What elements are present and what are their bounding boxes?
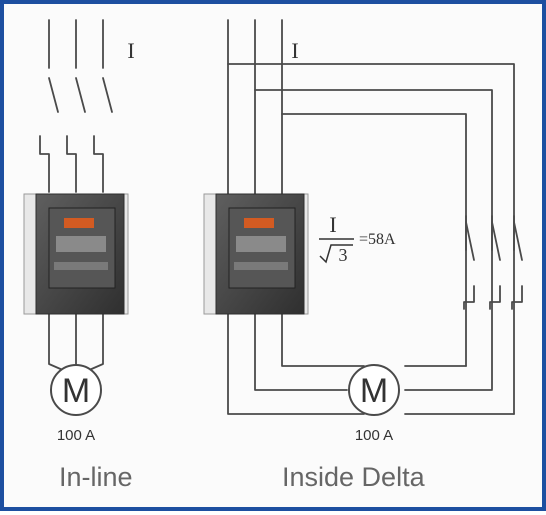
right-current-label: I [291,38,298,63]
left-current-label: I [127,38,134,63]
right-motor-label: M [360,372,388,410]
left-motor-label: M [62,372,90,410]
right-motor-current: 100 A [355,427,393,444]
formula-root: 3 [339,245,348,265]
left-motor: M [50,364,102,416]
phase-current-formula: I 3 =58A [319,212,396,265]
left-caption: In-line [59,462,133,492]
right-soft-starter [203,193,309,315]
wiring-diagram: M I 100 A In-line [23,19,523,492]
formula-result: =58A [359,231,396,248]
left-soft-starter [23,193,129,315]
right-caption: Inside Delta [282,462,426,492]
formula-numerator: I [329,212,336,237]
left-motor-current: 100 A [57,427,95,444]
right-motor: M [348,364,400,416]
left-inline-diagram: M I 100 A In-line [23,19,135,492]
right-inside-delta-diagram: I 3 =58A M I 100 A Inside Delta [203,19,523,492]
